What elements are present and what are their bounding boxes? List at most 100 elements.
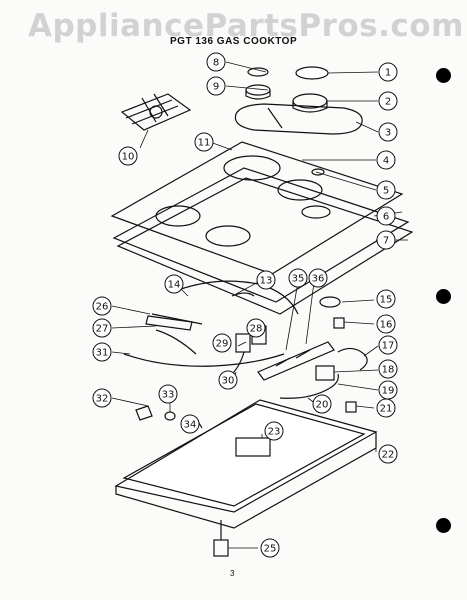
part-burner-cap-large xyxy=(295,66,329,80)
callout-circle xyxy=(376,230,396,250)
callout-label: 9 xyxy=(213,82,219,93)
callout-27: 27 xyxy=(92,318,112,338)
callout-circle xyxy=(378,91,398,111)
callout-circle xyxy=(206,76,226,96)
callout-circle xyxy=(246,318,266,338)
part-grate xyxy=(120,93,192,131)
watermark-text: AppliancePartsPros.com xyxy=(28,8,464,44)
binder-hole-middle xyxy=(436,289,451,304)
callout-label: 15 xyxy=(380,295,393,306)
callout-circle xyxy=(288,268,308,288)
callout-17: 17 xyxy=(378,335,398,355)
callout-30: 30 xyxy=(218,370,238,390)
callout-label: 13 xyxy=(260,276,273,287)
callout-circle xyxy=(378,62,398,82)
callout-1: 1 xyxy=(378,62,398,82)
callout-4: 4 xyxy=(376,150,396,170)
part-valve-left xyxy=(235,333,251,353)
callout-circle xyxy=(376,150,396,170)
callout-label: 4 xyxy=(383,156,389,167)
callout-label: 10 xyxy=(122,152,135,163)
callout-circle xyxy=(260,538,280,558)
callout-label: 3 xyxy=(385,128,391,139)
callout-label: 14 xyxy=(168,280,181,291)
callout-circle xyxy=(376,398,396,418)
callout-26: 26 xyxy=(92,296,112,316)
callout-label: 7 xyxy=(383,236,389,247)
callout-circle xyxy=(206,52,226,72)
callout-22: 22 xyxy=(378,444,398,464)
part-cap-small xyxy=(247,67,269,77)
callout-label: 23 xyxy=(268,427,281,438)
callout-circle xyxy=(218,370,238,390)
callout-18: 18 xyxy=(378,359,398,379)
callout-label: 34 xyxy=(184,420,197,431)
callout-21: 21 xyxy=(376,398,396,418)
part-mounting-clip xyxy=(135,405,153,421)
part-glass-cooktop xyxy=(110,141,404,275)
part-regulator xyxy=(315,365,335,381)
callout-15: 15 xyxy=(376,289,396,309)
callout-13: 13 xyxy=(256,270,276,290)
callout-label: 36 xyxy=(312,274,325,285)
callout-label: 16 xyxy=(380,320,393,331)
callout-7: 7 xyxy=(376,230,396,250)
page-number: 3 xyxy=(230,569,235,578)
callout-32: 32 xyxy=(92,388,112,408)
callout-35: 35 xyxy=(288,268,308,288)
callout-9: 9 xyxy=(206,76,226,96)
callout-label: 18 xyxy=(382,365,395,376)
callout-23: 23 xyxy=(264,421,284,441)
callout-circle xyxy=(378,444,398,464)
binder-hole-top xyxy=(436,68,451,83)
callout-label: 19 xyxy=(382,386,395,397)
callout-label: 20 xyxy=(316,400,329,411)
part-spark-switch xyxy=(333,317,345,329)
callout-circle xyxy=(378,122,398,142)
part-trim-gasket xyxy=(116,177,414,315)
callout-label: 22 xyxy=(382,450,395,461)
part-bracket xyxy=(145,315,193,331)
callout-label: 32 xyxy=(96,394,109,405)
callout-circle xyxy=(376,289,396,309)
callout-3: 3 xyxy=(378,122,398,142)
callout-circle xyxy=(376,314,396,334)
callout-8: 8 xyxy=(206,52,226,72)
part-gas-tubing xyxy=(123,280,299,367)
callout-circle xyxy=(92,342,112,362)
callout-label: 33 xyxy=(162,390,175,401)
part-burner-head-small xyxy=(245,84,271,100)
callout-circle xyxy=(212,333,232,353)
callout-label: 2 xyxy=(385,97,391,108)
callout-label: 1 xyxy=(385,68,391,79)
callout-2: 2 xyxy=(378,91,398,111)
callout-label: 29 xyxy=(216,339,229,350)
callout-circle xyxy=(194,132,214,152)
callout-label: 25 xyxy=(264,544,277,555)
callout-29: 29 xyxy=(212,333,232,353)
callout-circle xyxy=(378,335,398,355)
callout-circle xyxy=(118,146,138,166)
callout-11: 11 xyxy=(194,132,214,152)
callout-16: 16 xyxy=(376,314,396,334)
callout-label: 21 xyxy=(380,404,393,415)
callout-circle xyxy=(256,270,276,290)
callout-circle xyxy=(164,274,184,294)
callout-circle xyxy=(92,318,112,338)
callout-label: 27 xyxy=(96,324,109,335)
part-igniter-rail xyxy=(257,341,335,381)
callout-circle xyxy=(308,268,328,288)
callout-circle xyxy=(158,384,178,404)
callout-20: 20 xyxy=(312,394,332,414)
callout-label: 30 xyxy=(222,376,235,387)
callout-label: 5 xyxy=(383,186,389,197)
callout-circle xyxy=(92,388,112,408)
part-orifice-cap xyxy=(319,296,341,308)
part-spark-module xyxy=(235,437,271,457)
callout-19: 19 xyxy=(378,380,398,400)
callout-circle xyxy=(378,359,398,379)
part-clip xyxy=(345,401,357,413)
callout-6: 6 xyxy=(376,206,396,226)
